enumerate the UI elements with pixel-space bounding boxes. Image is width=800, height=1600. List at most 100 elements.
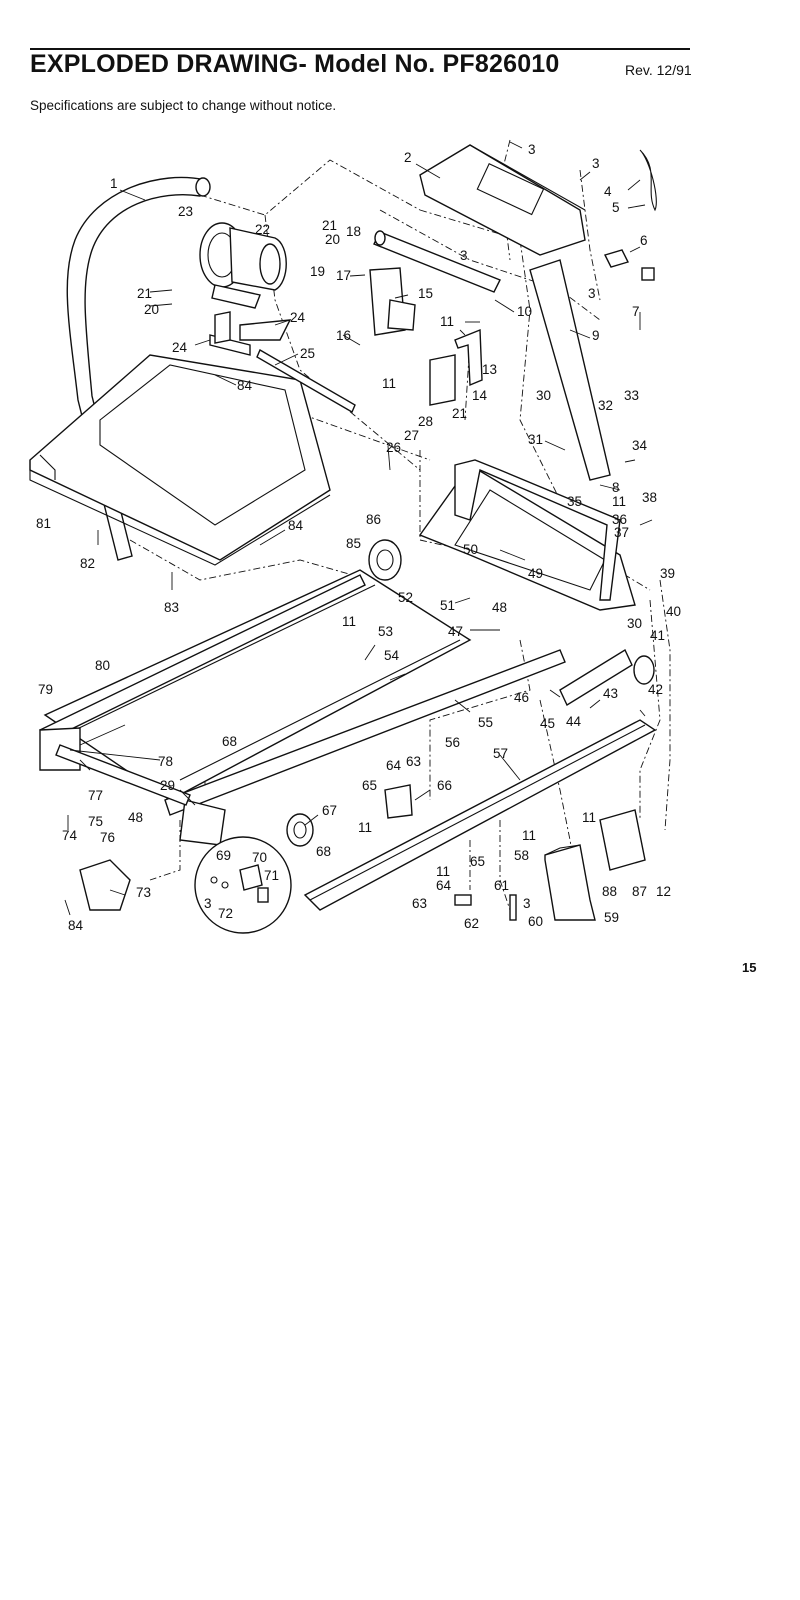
roller-bar bbox=[373, 230, 501, 293]
callout-77: 77 bbox=[88, 788, 103, 803]
callout-labels: 1 2 3 3 3 3 4 5 6 7 9 10 11 11 11 11 13 … bbox=[36, 142, 681, 933]
callout-54: 54 bbox=[384, 648, 400, 663]
callout-30b: 30 bbox=[627, 616, 642, 631]
callout-13: 13 bbox=[482, 362, 497, 377]
callout-1: 1 bbox=[110, 176, 118, 191]
end-cap bbox=[79, 859, 131, 911]
callout-31: 31 bbox=[528, 432, 543, 447]
callout-20b: 20 bbox=[144, 302, 159, 317]
motor-hood bbox=[29, 354, 331, 566]
callout-14: 14 bbox=[472, 388, 488, 403]
callout-64b: 64 bbox=[436, 878, 452, 893]
callout-38: 38 bbox=[642, 490, 657, 505]
controller-box bbox=[544, 809, 646, 921]
callout-80: 80 bbox=[95, 658, 110, 673]
callout-9: 9 bbox=[592, 328, 600, 343]
callout-62: 62 bbox=[464, 916, 479, 931]
callout-79: 79 bbox=[38, 682, 53, 697]
callout-11f: 11 bbox=[582, 810, 596, 825]
leader-lines bbox=[64, 141, 653, 916]
callout-3: 3 bbox=[528, 142, 536, 157]
callout-42: 42 bbox=[648, 682, 663, 697]
callout-3b: 3 bbox=[592, 156, 600, 171]
callout-53: 53 bbox=[378, 624, 393, 639]
callout-85: 85 bbox=[346, 536, 361, 551]
callout-66: 66 bbox=[437, 778, 452, 793]
callout-3f: 3 bbox=[204, 896, 212, 911]
front-leg bbox=[559, 648, 655, 707]
callout-44: 44 bbox=[566, 714, 582, 729]
callout-83: 83 bbox=[164, 600, 179, 615]
callout-32: 32 bbox=[598, 398, 613, 413]
callout-29: 29 bbox=[160, 778, 175, 793]
callout-25: 25 bbox=[300, 346, 315, 361]
motor-brackets bbox=[209, 311, 292, 356]
callout-82: 82 bbox=[80, 556, 95, 571]
callout-87: 87 bbox=[632, 884, 647, 899]
walking-belt-deck bbox=[39, 569, 566, 846]
title-rule bbox=[30, 48, 690, 50]
callout-49: 49 bbox=[528, 566, 543, 581]
exploded-drawing: 1 2 3 3 3 3 4 5 6 7 9 10 11 11 11 11 13 … bbox=[29, 139, 681, 934]
main-frame bbox=[418, 459, 636, 611]
callout-6: 6 bbox=[640, 233, 648, 248]
callout-65b: 65 bbox=[470, 854, 485, 869]
callout-21b: 21 bbox=[137, 286, 152, 301]
speed-control bbox=[369, 267, 483, 406]
callout-88: 88 bbox=[602, 884, 617, 899]
callout-73: 73 bbox=[136, 885, 151, 900]
callout-22: 22 bbox=[255, 222, 270, 237]
callout-39: 39 bbox=[660, 566, 675, 581]
callout-58: 58 bbox=[514, 848, 529, 863]
page-number: 15 bbox=[742, 960, 757, 975]
callout-43: 43 bbox=[603, 686, 618, 701]
callout-7: 7 bbox=[632, 304, 640, 319]
callout-37: 37 bbox=[614, 525, 629, 540]
callout-72: 72 bbox=[218, 906, 233, 921]
callout-46: 46 bbox=[514, 690, 529, 705]
callout-27: 27 bbox=[404, 428, 419, 443]
callout-63b: 63 bbox=[412, 896, 427, 911]
callout-55: 55 bbox=[478, 715, 493, 730]
callout-48: 48 bbox=[492, 600, 507, 615]
heart-rate-clip bbox=[603, 249, 655, 281]
callout-21c: 21 bbox=[452, 406, 467, 421]
callout-61: 61 bbox=[494, 878, 509, 893]
callout-23: 23 bbox=[178, 204, 193, 219]
revision-label: Rev. 12/91 bbox=[625, 62, 692, 78]
callout-34: 34 bbox=[632, 438, 648, 453]
callout-60: 60 bbox=[528, 914, 543, 929]
callout-35: 35 bbox=[567, 494, 582, 509]
callout-59: 59 bbox=[604, 910, 619, 925]
specification-note: Specifications are subject to change wit… bbox=[30, 98, 337, 113]
callout-12: 12 bbox=[656, 884, 671, 899]
callout-71: 71 bbox=[264, 868, 279, 883]
callout-86: 86 bbox=[366, 512, 381, 527]
callout-41: 41 bbox=[650, 628, 665, 643]
callout-47: 47 bbox=[448, 624, 463, 639]
callout-11g: 11 bbox=[358, 820, 372, 835]
callout-64: 64 bbox=[386, 758, 402, 773]
side-rail bbox=[303, 719, 657, 911]
small-brackets bbox=[384, 784, 517, 921]
callout-5: 5 bbox=[612, 200, 620, 215]
callout-67: 67 bbox=[322, 803, 337, 818]
drive-motor bbox=[199, 222, 287, 309]
front-pulley bbox=[368, 539, 402, 581]
callout-68: 68 bbox=[222, 734, 237, 749]
callout-65: 65 bbox=[362, 778, 377, 793]
callout-69: 69 bbox=[216, 848, 231, 863]
wheel bbox=[286, 813, 314, 847]
callout-48b: 48 bbox=[128, 810, 143, 825]
callout-70: 70 bbox=[252, 850, 267, 865]
callout-84c: 84 bbox=[68, 918, 84, 933]
callout-17: 17 bbox=[336, 268, 351, 283]
axle-rod bbox=[256, 348, 356, 414]
callout-11e: 11 bbox=[522, 828, 536, 843]
console bbox=[419, 144, 586, 256]
callout-76: 76 bbox=[100, 830, 115, 845]
callout-45: 45 bbox=[540, 716, 555, 731]
page-title: EXPLODED DRAWING- Model No. PF826010 bbox=[30, 50, 560, 78]
callout-20: 20 bbox=[325, 232, 340, 247]
callout-84: 84 bbox=[237, 378, 253, 393]
